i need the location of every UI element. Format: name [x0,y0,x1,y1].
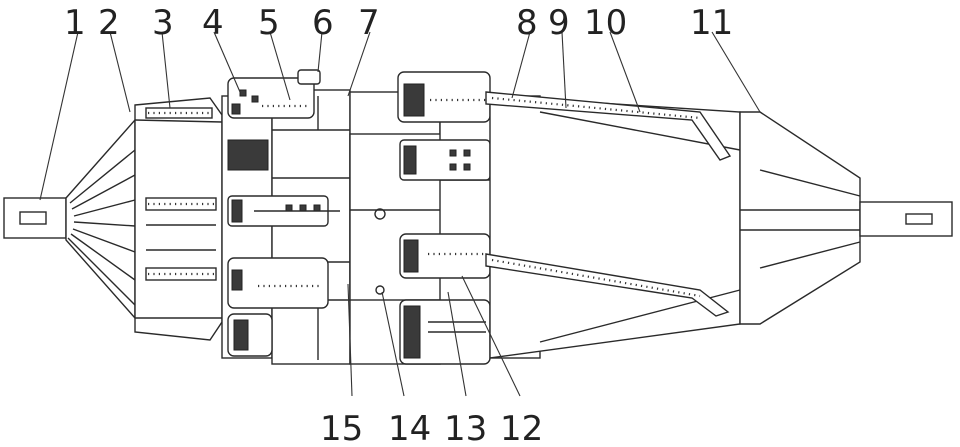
callout-3: 3 [152,3,174,43]
roller-cutter-top-left [227,69,321,119]
callout-6: 6 [312,3,334,43]
callouts-top: 1 2 3 4 5 6 7 8 9 10 11 [64,3,733,43]
callouts-bottom: 15 14 13 12 [320,409,543,447]
callout-5: 5 [258,3,280,43]
left-shackle-plate [3,197,67,239]
callout-8: 8 [516,3,538,43]
callout-12: 12 [500,409,543,447]
callout-14: 14 [388,409,431,447]
callout-11: 11 [690,3,733,43]
guide-bar-bottom [485,253,730,317]
callout-1: 1 [64,3,86,43]
right-shackle-plate [859,201,953,237]
callout-10: 10 [584,3,627,43]
guide-bar-top [485,91,732,161]
roller-cutter-top-right [397,71,491,123]
roller-cutter-mid-right [399,139,491,181]
roller-cutter-bottom-left [227,139,273,357]
roller-cutter-lower-right [399,233,491,279]
left-cone-tail [65,118,136,320]
callout-7: 7 [358,3,380,43]
callout-2: 2 [98,3,120,43]
roller-cutter-mid-left [227,195,340,227]
callout-9: 9 [548,3,570,43]
callout-13: 13 [444,409,487,447]
callout-leaders [39,31,761,397]
callout-15: 15 [320,409,363,447]
roller-cutter-bottom-right [399,299,491,365]
roller-cutter-lower-left [227,257,329,309]
left-hub-body [134,97,223,341]
right-rear-cone [739,111,861,325]
callout-4: 4 [202,3,224,43]
